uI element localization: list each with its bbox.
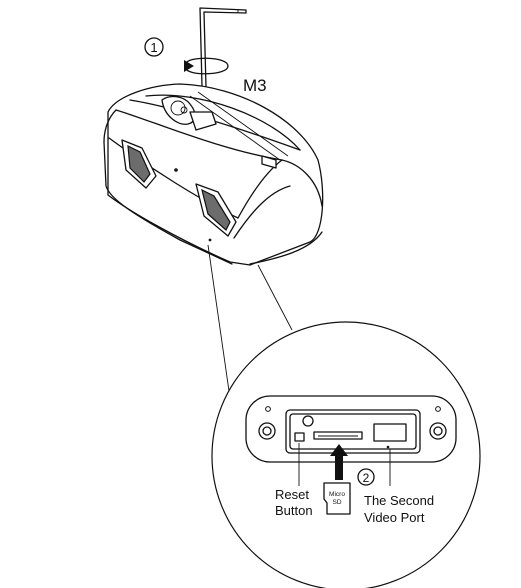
dual-lens-camera [103,83,324,266]
micro-sd-slot [313,431,363,440]
sd-label-line2: SD [332,499,341,506]
screw-size-label: M3 [243,76,267,95]
port-panel [245,395,457,463]
callout-line-left [207,244,231,399]
reset-label-line2: Button [275,503,313,518]
video-port-label-line1: The Second [364,493,434,508]
second-video-port [373,423,407,442]
callout-line-right [257,264,293,331]
sd-label-line1: Micro [329,491,345,498]
step-2-marker: 2 [357,468,375,486]
step-2-number: 2 [363,471,370,485]
insert-arrow-icon [330,444,348,480]
micro-sd-card-icon: Micro SD [323,482,351,515]
reset-label-line1: Reset [275,487,309,502]
rotate-arrow-icon [184,57,229,75]
step-1-number: 1 [150,40,157,55]
reset-button-hole [294,432,305,442]
video-port-label-line2: Video Port [364,510,425,525]
step-1-marker: 1 [144,37,164,57]
